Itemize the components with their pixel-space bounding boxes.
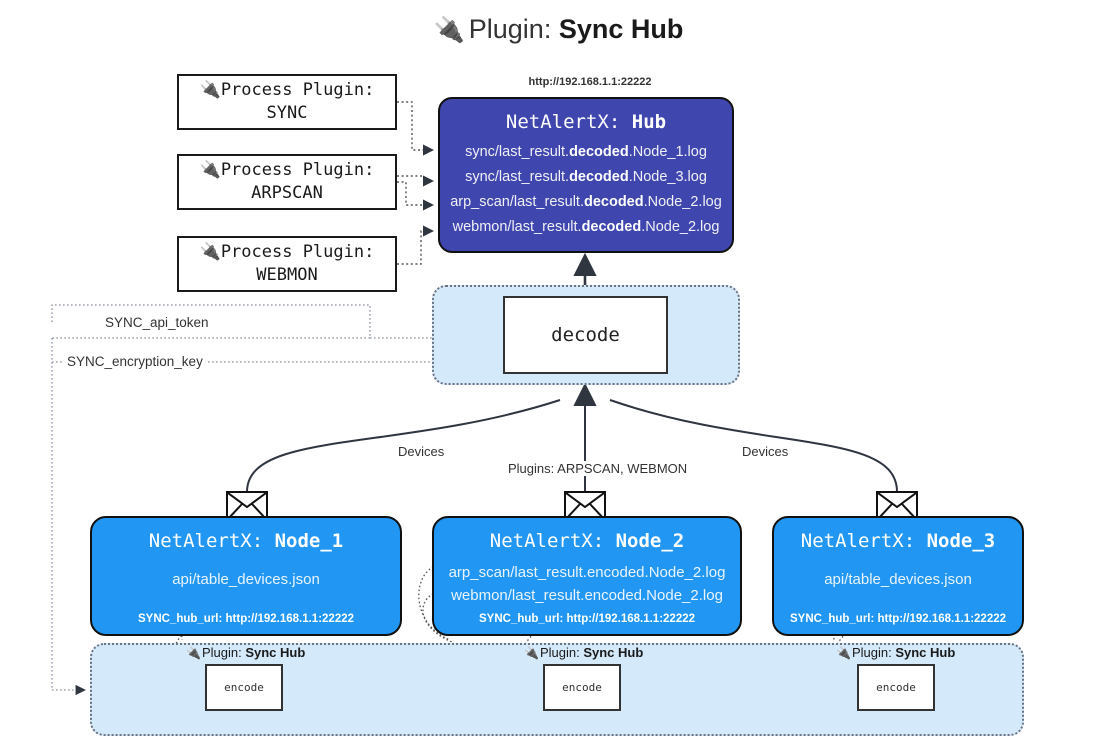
node-box-node-2[interactable]: NetAlertX: Node_2 arp_scan/last_result.e… (432, 516, 742, 636)
hub-log-line: webmon/last_result.decoded.Node_2.log (452, 218, 720, 235)
hub-log-line: arp_scan/last_result.decoded.Node_2.log (450, 193, 722, 210)
node-title: NetAlertX: Node_1 (148, 530, 344, 552)
node-footer: SYNC_hub_url: http://192.168.1.1:22222 (478, 613, 696, 625)
hub-title-name: Hub (631, 111, 667, 133)
node-line: api/table_devices.json (172, 571, 320, 588)
hub-title: NetAlertX: Hub (506, 111, 666, 133)
page-title-name: Sync Hub (558, 14, 684, 44)
hub-log-line: sync/last_result.decoded.Node_3.log (465, 168, 707, 185)
encode-box-node-1[interactable]: encode (205, 664, 283, 711)
decode-box[interactable]: decode (503, 296, 668, 374)
plug-icon: 🔌 (186, 646, 201, 660)
plug-icon: 🔌 (433, 16, 465, 44)
plug-icon: 🔌 (199, 80, 221, 101)
encode-box-node-2[interactable]: encode (543, 664, 621, 711)
node-title: NetAlertX: Node_2 (489, 530, 685, 552)
process-plugin-box-sync[interactable]: 🔌Process Plugin: SYNC (177, 74, 397, 130)
process-plugin-name: ARPSCAN (251, 183, 323, 203)
node-box-node-3[interactable]: NetAlertX: Node_3 api/table_devices.json… (772, 516, 1024, 636)
process-plugin-name: WEBMON (256, 265, 318, 285)
edge-label-plugins: Plugins: ARPSCAN, WEBMON (504, 461, 692, 476)
node-line: arp_scan/last_result.encoded.Node_2.log (448, 564, 726, 581)
edge-label-devices-right: Devices (738, 444, 793, 459)
page-title-prefix: Plugin: (468, 14, 552, 44)
hub-title-prefix: NetAlertX: (505, 111, 621, 133)
hub-box[interactable]: NetAlertX: Hub sync/last_result.decoded.… (438, 97, 734, 253)
page-title: 🔌Plugin: Sync Hub (0, 14, 1117, 45)
node-box-node-1[interactable]: NetAlertX: Node_1 api/table_devices.json… (90, 516, 402, 636)
process-plugin-box-webmon[interactable]: 🔌Process Plugin: WEBMON (177, 236, 397, 292)
secret-label-api-token: SYNC_api_token (100, 315, 214, 330)
plug-icon: 🔌 (524, 646, 539, 660)
encode-box-node-3[interactable]: encode (857, 664, 935, 711)
node-footer: SYNC_hub_url: http://192.168.1.1:22222 (137, 613, 355, 625)
process-plugin-name: SYNC (266, 103, 308, 123)
process-plugin-heading: Process Plugin: (220, 160, 375, 181)
secret-label-encryption-key: SYNC_encryption_key (62, 354, 208, 369)
process-plugin-heading: Process Plugin: (220, 80, 375, 101)
node-footer: SYNC_hub_url: http://192.168.1.1:22222 (789, 613, 1007, 625)
plug-icon: 🔌 (199, 242, 221, 263)
plugin-label-node-2: 🔌Plugin: Sync Hub (524, 645, 644, 660)
plugin-label-node-3: 🔌Plugin: Sync Hub (836, 645, 956, 660)
node-title: NetAlertX: Node_3 (800, 530, 996, 552)
node-line: api/table_devices.json (824, 571, 972, 588)
process-plugin-heading: Process Plugin: (220, 242, 375, 263)
plugin-label-node-1: 🔌Plugin: Sync Hub (186, 645, 306, 660)
plug-icon: 🔌 (836, 646, 851, 660)
node-line: webmon/last_result.encoded.Node_2.log (451, 587, 723, 605)
process-plugin-box-arpscan[interactable]: 🔌Process Plugin: ARPSCAN (177, 154, 397, 210)
hub-log-line: sync/last_result.decoded.Node_1.log (465, 144, 707, 160)
hub-url-label: http://192.168.1.1:22222 (528, 76, 652, 88)
plug-icon: 🔌 (199, 160, 221, 181)
edge-label-devices-left: Devices (394, 444, 449, 459)
